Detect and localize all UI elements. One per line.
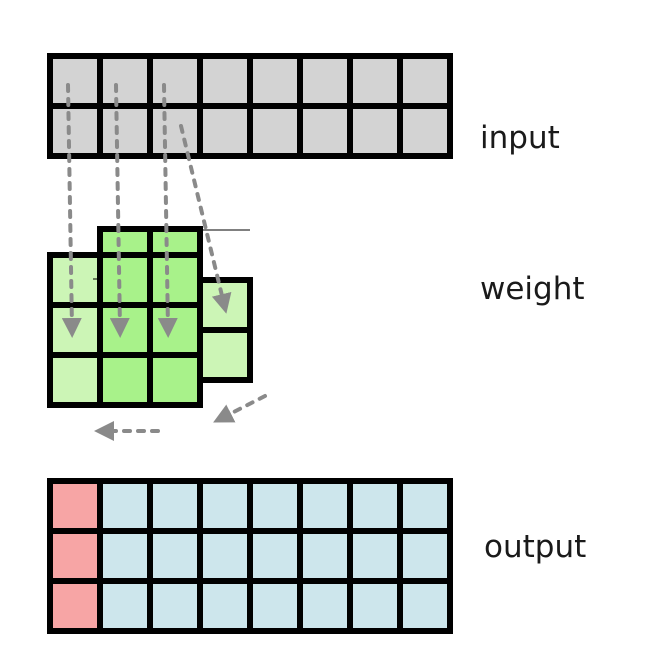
- output-cell-r2-c3: [197, 578, 253, 634]
- arrow-input-col1: [61, 83, 82, 338]
- output-cell-r1-c5: [297, 528, 353, 584]
- input-label: input: [480, 120, 560, 156]
- weight-front-cell-r0-c2: [147, 252, 203, 308]
- arrow-input-diagonal: [179, 124, 232, 314]
- output-cell-r1-c7: [397, 528, 453, 584]
- output-cell-r2-c2: [147, 578, 203, 634]
- output-cell-r0-c3: [197, 478, 253, 534]
- arrow-input-col3: [157, 83, 178, 338]
- output-cell-r0-c2: [147, 478, 203, 534]
- input-cell-r0-c4: [247, 53, 303, 109]
- output-cell-r0-c1: [97, 478, 153, 534]
- weight-front-cell-r2-c1: [97, 352, 153, 408]
- output-cell-r1-c1: [97, 528, 153, 584]
- output-cell-r2-c4: [247, 578, 303, 634]
- input-grid: [47, 53, 453, 159]
- output-cell-r2-c5: [297, 578, 353, 634]
- output-cell-r0-c5: [297, 478, 353, 534]
- flow-arrows: [61, 83, 267, 441]
- weight-front-cell-r1-c0: [47, 302, 103, 358]
- input-cell-r0-c0: [47, 53, 103, 109]
- output-label: output: [484, 529, 586, 565]
- output-cell-r1-c6: [347, 528, 403, 584]
- input-cell-r1-c2: [147, 103, 203, 159]
- output-cell-r2-c1: [97, 578, 153, 634]
- weight-front-cell-r0-c1: [97, 252, 153, 308]
- weight-layer-front: [47, 252, 203, 408]
- weight-right-cell-r1-c1: [197, 327, 253, 383]
- input-cell-r1-c7: [397, 103, 453, 159]
- output-cell-r0-c0: [47, 478, 103, 534]
- weight-label: weight: [480, 271, 585, 307]
- weight-front-cell-r1-c2: [147, 302, 203, 358]
- input-cell-r0-c1: [97, 53, 153, 109]
- output-cell-r0-c4: [247, 478, 303, 534]
- output-cell-r1-c0: [47, 528, 103, 584]
- input-cell-r0-c7: [397, 53, 453, 109]
- output-cell-r2-c6: [347, 578, 403, 634]
- input-cell-r1-c4: [247, 103, 303, 159]
- output-cell-r1-c2: [147, 528, 203, 584]
- output-cell-r2-c7: [397, 578, 453, 634]
- input-cell-r1-c3: [197, 103, 253, 159]
- input-cell-r0-c2: [147, 53, 203, 109]
- arrow-weight-out-diagonal: [213, 394, 267, 423]
- input-cell-r1-c5: [297, 103, 353, 159]
- output-cell-r0-c6: [347, 478, 403, 534]
- output-cell-r0-c7: [397, 478, 453, 534]
- arrow-input-col2: [109, 83, 130, 338]
- output-cell-r1-c3: [197, 528, 253, 584]
- input-cell-r0-c5: [297, 53, 353, 109]
- output-cell-r1-c4: [247, 528, 303, 584]
- input-cell-r1-c6: [347, 103, 403, 159]
- input-cell-r0-c6: [347, 53, 403, 109]
- input-cell-r1-c1: [97, 103, 153, 159]
- weight-front-cell-r1-c1: [97, 302, 153, 358]
- weight-front-cell-r2-c0: [47, 352, 103, 408]
- input-cell-r1-c0: [47, 103, 103, 159]
- output-grid: [47, 478, 453, 634]
- weight-front-cell-r0-c0: [47, 252, 103, 308]
- output-cell-r2-c0: [47, 578, 103, 634]
- input-cell-r0-c3: [197, 53, 253, 109]
- weight-front-cell-r2-c2: [147, 352, 203, 408]
